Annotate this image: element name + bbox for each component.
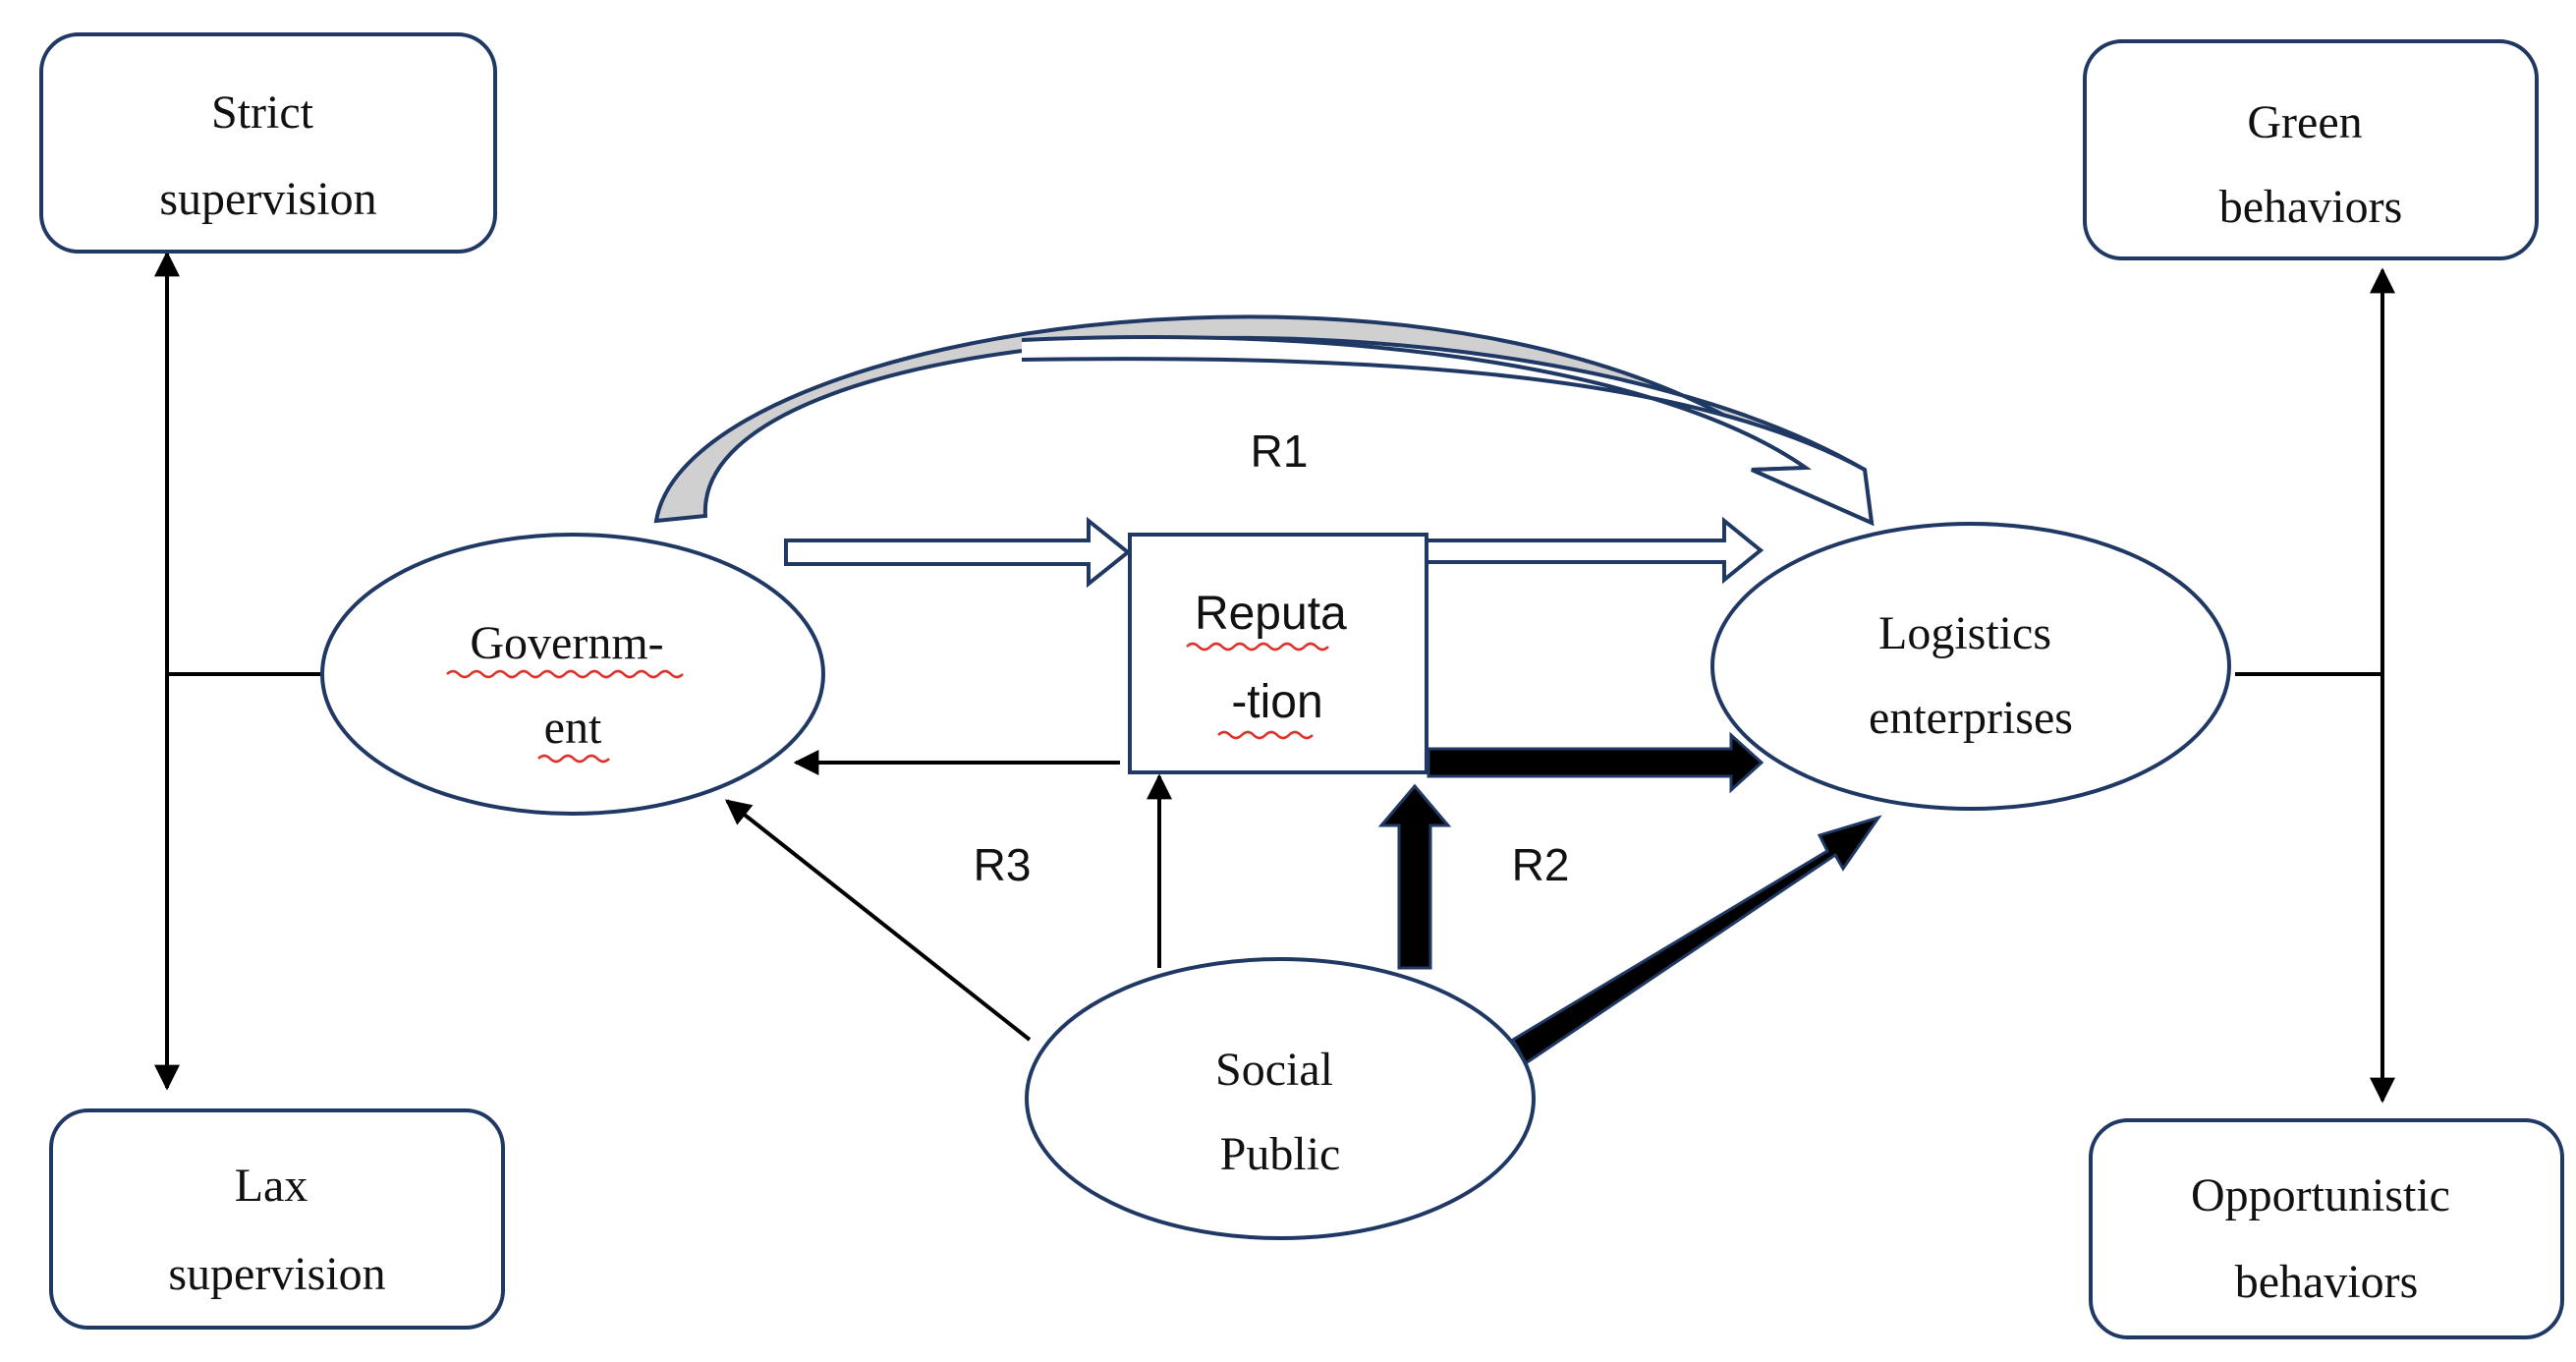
reputation-spellcheck-underline <box>1186 642 1329 652</box>
social-public-node <box>1025 957 1536 1240</box>
reputation-node <box>1128 533 1428 774</box>
lax-supervision-box: Lax supervision <box>49 1108 505 1330</box>
public-to-reputation-thick-arrow <box>1377 783 1452 970</box>
public-to-government-arrow <box>724 799 1032 1042</box>
public-to-enterprises-thick-arrow <box>1510 815 1882 1066</box>
social-public-label: Social Public <box>1215 1044 1345 1180</box>
logistics-enterprises-node <box>1710 522 2231 811</box>
opportunistic-behaviors-box: Opportunistic behaviors <box>2089 1118 2564 1339</box>
opportunistic-behaviors-label: Opportunistic behaviors <box>2191 1169 2462 1308</box>
government-spellcheck-underline <box>446 669 684 679</box>
logistics-enterprises-label: Logistics enterprises <box>1869 607 2073 744</box>
reputation-label: Reputa -tion <box>1195 588 1360 728</box>
reputation-to-enterprises-thick-arrow <box>1427 731 1764 794</box>
government-node <box>320 533 825 816</box>
loop-label-r3: R3 <box>974 839 1032 890</box>
loop-label-r2: R2 <box>1512 839 1570 890</box>
government-to-reputation-hollow-arrow <box>784 516 1132 589</box>
loop-label-r1: R1 <box>1251 426 1309 477</box>
green-behaviors-box: Green behaviors <box>2083 39 2539 260</box>
strict-supervision-label: Strict supervision <box>159 86 376 225</box>
lax-supervision-label: Lax supervision <box>168 1160 385 1300</box>
strict-supervision-box: Strict supervision <box>39 32 497 254</box>
green-behaviors-label: Green behaviors <box>2219 96 2403 233</box>
government-label: Governm- ent <box>470 617 675 754</box>
reputation-to-enterprises-hollow-arrow <box>1423 516 1764 585</box>
